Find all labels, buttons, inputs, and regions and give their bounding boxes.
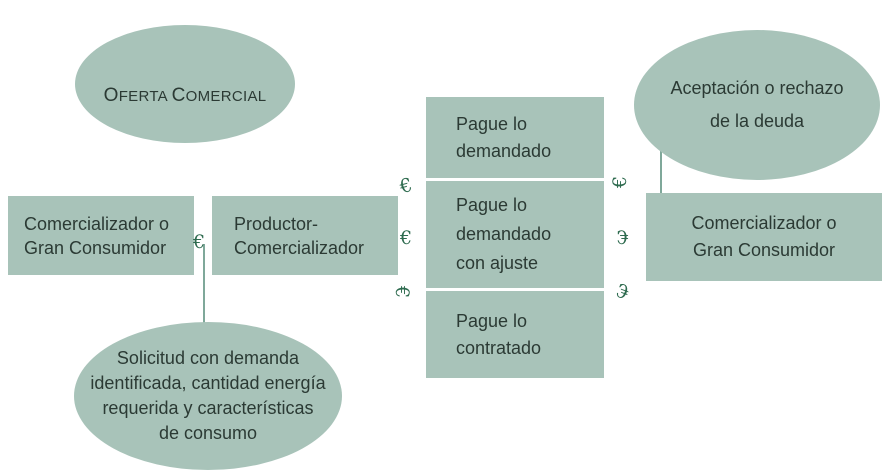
comercializador-right-label: Comercializador o Gran Consumidor (691, 213, 837, 260)
option-pague-contratado-label: Pague lo contratado (456, 310, 542, 358)
comercializador-right-box: Comercializador o Gran Consumidor (646, 193, 882, 281)
oferta-comercial-label: OFERTA COMERCIAL (103, 84, 267, 106)
comercializador-left-label: Comercializador o Gran Consumidor (24, 213, 170, 258)
euro-icon: € (397, 173, 415, 199)
euro-icon: € (400, 227, 413, 249)
connector-solicitud (203, 244, 205, 327)
euro-icon: € (609, 175, 632, 189)
productor-comercializador-label: Productor- Comercializador (234, 213, 365, 258)
solicitud-label: Solicitud con demanda identificada, cant… (90, 348, 326, 443)
option-pague-ajuste: Pague lo demandado con ajuste (426, 181, 604, 288)
euro-icon: € (193, 231, 206, 253)
option-pague-ajuste-label: Pague lo demandado con ajuste (456, 195, 552, 273)
comercializador-left-box: Comercializador o Gran Consumidor (8, 196, 194, 275)
option-pague-contratado: Pague lo contratado (426, 291, 604, 378)
solicitud-ellipse: Solicitud con demanda identificada, cant… (74, 322, 342, 470)
oferta-comercial-ellipse: OFERTA COMERCIAL (75, 25, 295, 143)
option-pague-demandado: Pague lo demandado (426, 97, 604, 178)
aceptacion-label: Aceptación o rechazo de la deuda (670, 78, 844, 131)
productor-comercializador-box: Productor- Comercializador (212, 196, 398, 275)
option-pague-demandado-label: Pague lo demandado (456, 113, 552, 161)
euro-icon: € (616, 227, 629, 249)
aceptacion-ellipse: Aceptación o rechazo de la deuda (634, 30, 880, 180)
connector-aceptacion (660, 140, 662, 196)
euro-icon: € (391, 285, 414, 299)
euro-icon: € (612, 279, 632, 305)
